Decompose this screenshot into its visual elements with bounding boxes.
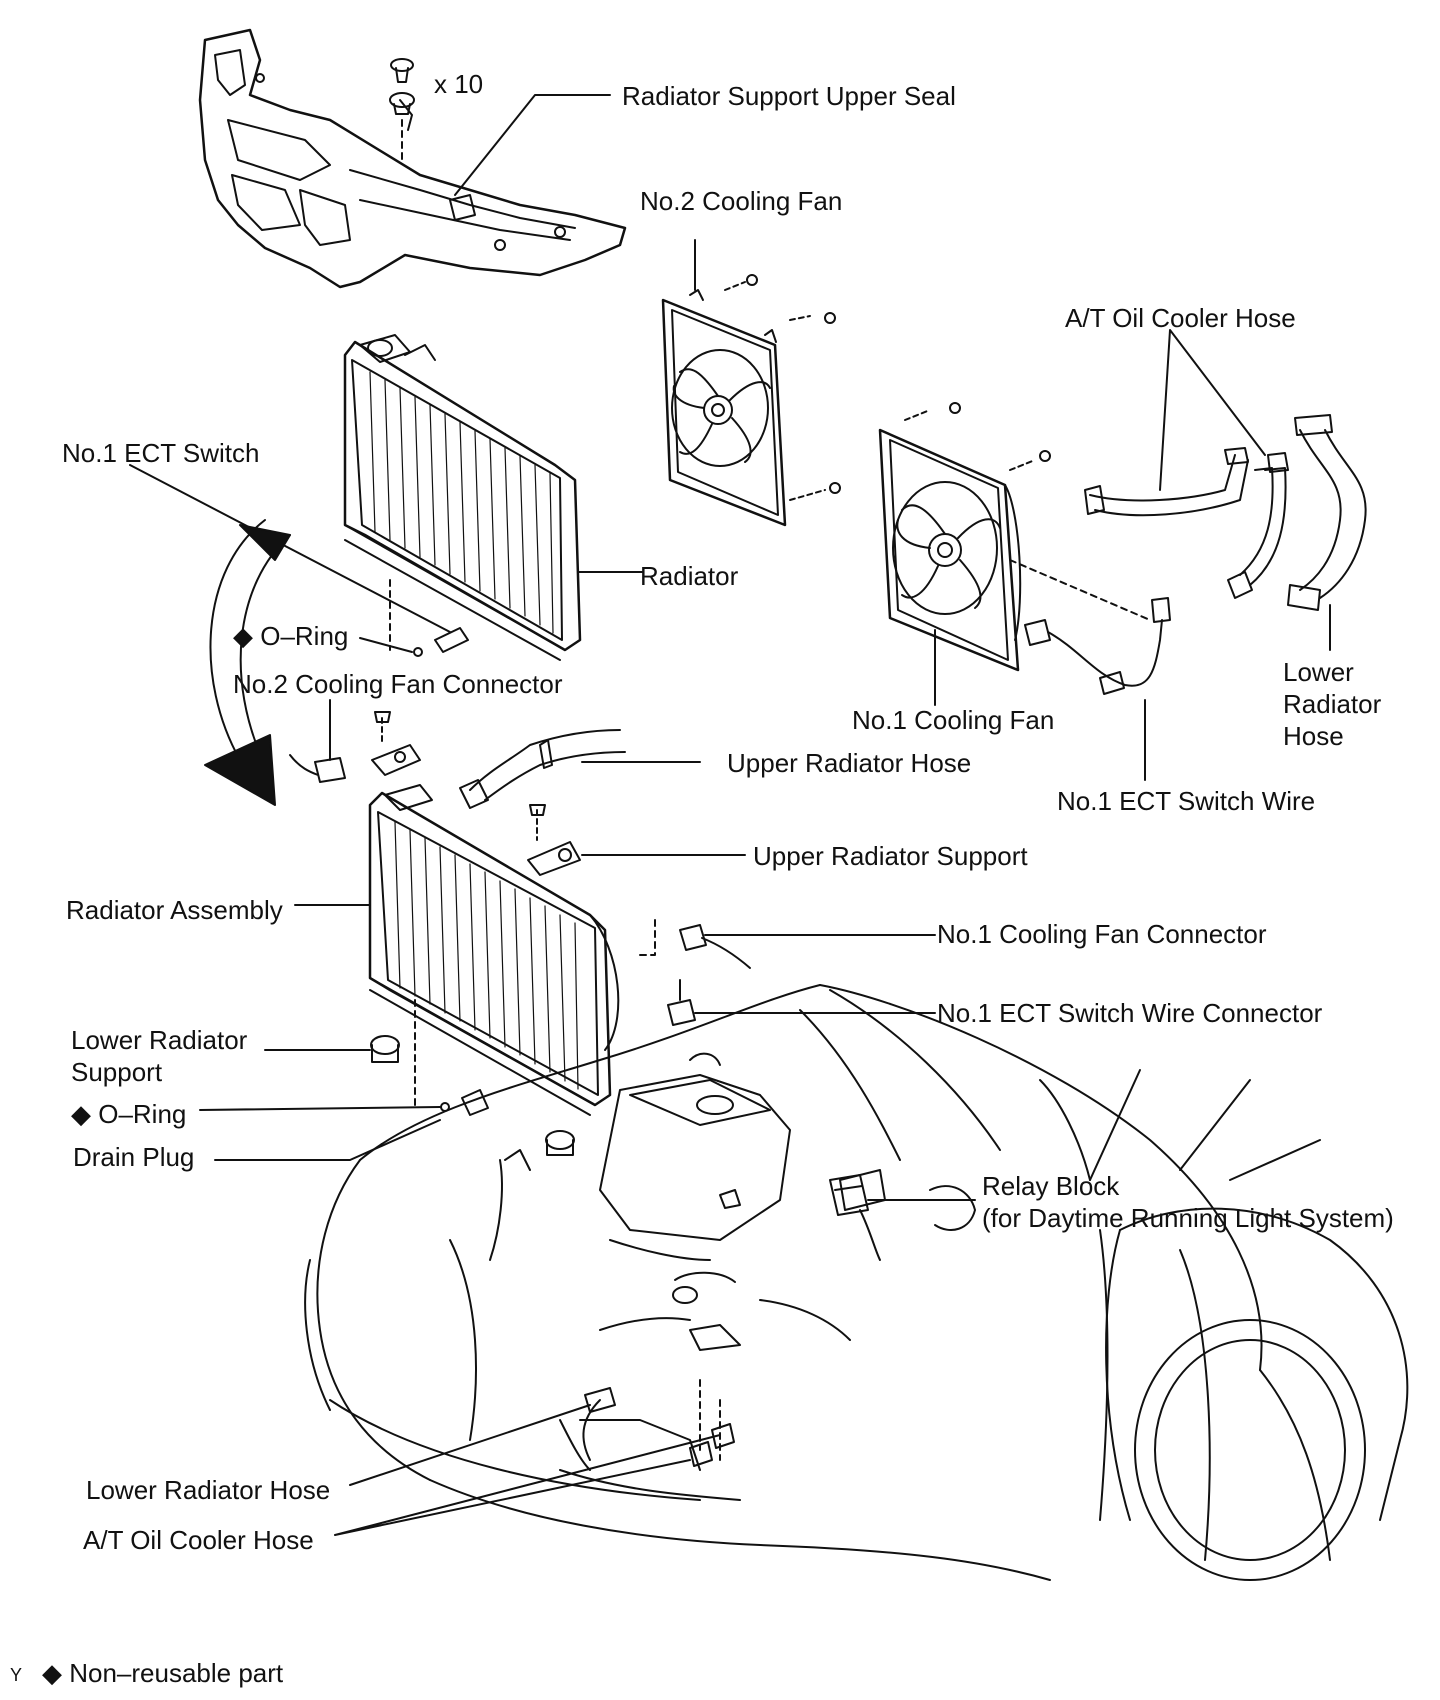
label-radiator: Radiator [640,561,739,591]
label-lower-radiator-hose-bottom: Lower Radiator Hose [86,1475,331,1505]
label-lower-radiator-hose-right: Lower Radiator Hose [1283,656,1381,752]
leader-at-oil-cooler-bottom [334,1434,721,1536]
quantity-note: x 10 [434,69,484,99]
leader-o-ring-bottom [199,1106,441,1111]
radiator-part [343,334,582,661]
label-line: Lower [1283,657,1354,687]
label-relay-block: Relay Block (for Daytime Running Light S… [982,1170,1394,1234]
drain-plug-part [440,1089,489,1116]
no1-cooling-fan-part [878,402,1051,672]
label-at-oil-cooler-hose-bottom: A/T Oil Cooler Hose [83,1525,314,1555]
leader-upper-seal [454,94,611,196]
no1-ect-switch-wire-connector-part [667,979,696,1026]
label-upper-radiator-support: Upper Radiator Support [753,841,1028,871]
label-drain-plug: Drain Plug [73,1142,195,1172]
lower-radiator-support-part [370,999,575,1156]
leader-no1-ect-switch [129,464,451,633]
label-radiator-assembly: Radiator Assembly [66,895,283,925]
clip-fastener-icon [389,58,415,161]
corner-mark: Y [10,1665,23,1685]
relay-block-part [829,1174,869,1216]
leader-lower-radiator-hose-bottom [349,1404,591,1486]
at-oil-cooler-hose-part [1084,447,1289,599]
leader-at-oil-cooler-top [1159,329,1266,491]
label-line: Relay Block [982,1171,1120,1201]
curved-arrow-icon [204,519,291,806]
lower-radiator-hose-right-part [1287,414,1367,611]
label-line: (for Daytime Running Light System) [982,1203,1394,1233]
ect-switch-wire-part [1024,597,1171,695]
label-no2-cooling-fan: No.2 Cooling Fan [640,186,843,216]
upper-radiator-support-parts [371,711,581,876]
upper-radiator-hose-part [459,729,626,809]
label-lower-radiator-support: Lower Radiator Support [71,1024,247,1088]
label-no2-cooling-fan-connector: No.2 Cooling Fan Connector [233,669,563,699]
label-line: Hose [1283,721,1344,751]
label-line: Support [71,1057,163,1087]
label-no1-ect-switch-wire: No.1 ECT Switch Wire [1057,786,1316,816]
leader-o-ring-top [359,637,413,653]
no2-cooling-fan-part [661,274,841,527]
radiator-assembly-part [368,784,620,1116]
legend-non-reusable-part: ◆ Non–reusable part [42,1658,284,1688]
label-no1-cooling-fan: No.1 Cooling Fan [852,705,1055,735]
car-body-part [304,984,1409,1581]
label-no1-cooling-fan-connector: No.1 Cooling Fan Connector [937,919,1267,949]
label-line: Radiator [1283,689,1382,719]
label-no1-ect-switch-wire-connector: No.1 ECT Switch Wire Connector [937,998,1323,1028]
label-o-ring-bottom: ◆ O–Ring [71,1099,187,1129]
leader-drain-plug [214,1119,441,1161]
no2-cooling-fan-connector-part [289,699,346,783]
no1-cooling-fan-connector-part [639,919,751,969]
radiator-support-upper-seal-part [198,28,627,289]
label-no1-ect-switch: No.1 ECT Switch [62,438,260,468]
dashed-fan-link [1009,559,1151,621]
label-at-oil-cooler-hose-top: A/T Oil Cooler Hose [1065,303,1296,333]
label-radiator-support-upper-seal: Radiator Support Upper Seal [622,81,956,111]
label-line: Lower Radiator [71,1025,248,1055]
ect-switch-icon [389,579,469,657]
label-upper-radiator-hose: Upper Radiator Hose [727,748,972,778]
label-o-ring-top: ◆ O–Ring [233,621,349,651]
